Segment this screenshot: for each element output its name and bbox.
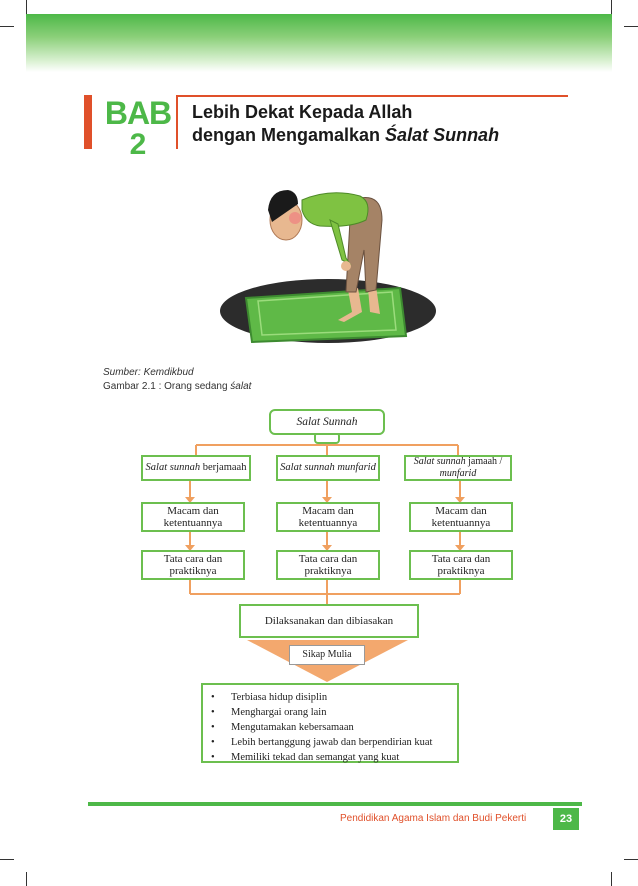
group-head-rest: berjamaah bbox=[200, 462, 247, 473]
chapter-label: BAB bbox=[104, 95, 172, 131]
diagram-root-node: Salat Sunnah bbox=[269, 409, 385, 435]
bullet: • bbox=[211, 722, 215, 733]
crop-mark bbox=[0, 26, 14, 27]
group-head-italic-2: munfarid bbox=[439, 468, 477, 479]
crop-mark bbox=[611, 872, 612, 886]
chapter-title-line2: dengan Mengamalkan Śalat Sunnah bbox=[192, 124, 499, 146]
chapter-accent-bar bbox=[84, 95, 92, 149]
group-head-italic: Salat sunnah bbox=[145, 462, 201, 473]
group-head-italic: Salat sunnah bbox=[413, 456, 466, 467]
crop-mark bbox=[26, 0, 27, 14]
list-item-text: Terbiasa hidup disiplin bbox=[231, 692, 328, 703]
footer-rule bbox=[88, 802, 582, 806]
crop-mark bbox=[611, 0, 612, 14]
page-number: 23 bbox=[553, 808, 579, 830]
diagram-node-tata-cara: Tata cara dan praktiknya bbox=[409, 550, 513, 580]
diagram-node-tata-cara: Tata cara dan praktiknya bbox=[276, 550, 380, 580]
list-item-text: Memiliki tekad dan semangat yang kuat bbox=[231, 752, 400, 763]
header-band bbox=[26, 14, 612, 72]
list-item: • Mengutamakan kebersamaan bbox=[211, 720, 451, 735]
chapter-title-line2-text: dengan Mengamalkan bbox=[192, 125, 386, 145]
list-item: • Memiliki tekad dan semangat yang kuat bbox=[211, 750, 451, 765]
figure-caption: Gambar 2.1 : Orang sedang śalat bbox=[103, 381, 251, 392]
list-item-text: Menghargai orang lain bbox=[231, 707, 327, 718]
crop-mark bbox=[0, 859, 14, 860]
prayer-illustration bbox=[220, 190, 436, 344]
diagram-node-macam: Macam dan ketentuannya bbox=[141, 502, 245, 532]
title-rule bbox=[176, 95, 568, 97]
list-item-text: Mengutamakan kebersamaan bbox=[231, 722, 354, 733]
bullet: • bbox=[211, 737, 215, 748]
list-item: • Terbiasa hidup disiplin bbox=[211, 690, 451, 705]
bullet: • bbox=[211, 752, 215, 763]
diagram-node-dilaksanakan: Dilaksanakan dan dibiasakan bbox=[239, 604, 419, 638]
crop-mark bbox=[26, 872, 27, 886]
list-item: • Lebih bertanggung jawab dan berpendiria… bbox=[211, 735, 451, 750]
list-item: • Menghargai orang lain bbox=[211, 705, 451, 720]
arrow-label-box: Sikap Mulia bbox=[289, 645, 365, 665]
diagram-node-macam: Macam dan ketentuannya bbox=[276, 502, 380, 532]
title-divider bbox=[176, 95, 178, 149]
crop-mark bbox=[624, 26, 638, 27]
attitude-list: • Terbiasa hidup disiplin • Menghargai ora… bbox=[201, 683, 459, 763]
chapter-number: 2 bbox=[129, 128, 147, 161]
crop-mark bbox=[624, 859, 638, 860]
footer-book-title: Pendidikan Agama Islam dan Budi Pekerti bbox=[340, 813, 527, 824]
group-head-rest: jamaah / bbox=[465, 456, 503, 467]
diagram-group-head-jamaah-munfarid: Salat sunnah jamaah / munfarid bbox=[404, 455, 512, 481]
list-item-text: Lebih bertanggung jawab dan berpendirian… bbox=[231, 737, 433, 748]
diagram-node-tata-cara: Tata cara dan praktiknya bbox=[141, 550, 245, 580]
diagram-node-macam: Macam dan ketentuannya bbox=[409, 502, 513, 532]
bullet: • bbox=[211, 707, 215, 718]
figure-source: Sumber: Kemdikbud bbox=[103, 367, 194, 378]
diagram-group-head-berjamaah: Salat sunnah berjamaah bbox=[141, 455, 251, 481]
group-head-italic: Salat sunnah munfarid bbox=[280, 462, 376, 473]
figure-caption-text: Gambar 2.1 : Orang sedang bbox=[103, 381, 231, 392]
diagram-group-head-munfarid: Salat sunnah munfarid bbox=[276, 455, 380, 481]
chapter-title-line1: Lebih Dekat Kepada Allah bbox=[192, 102, 413, 122]
chapter-title-line2-italic: Śalat Sunnah bbox=[385, 125, 500, 145]
figure-caption-italic: śalat bbox=[230, 381, 252, 392]
bullet: • bbox=[211, 692, 215, 703]
